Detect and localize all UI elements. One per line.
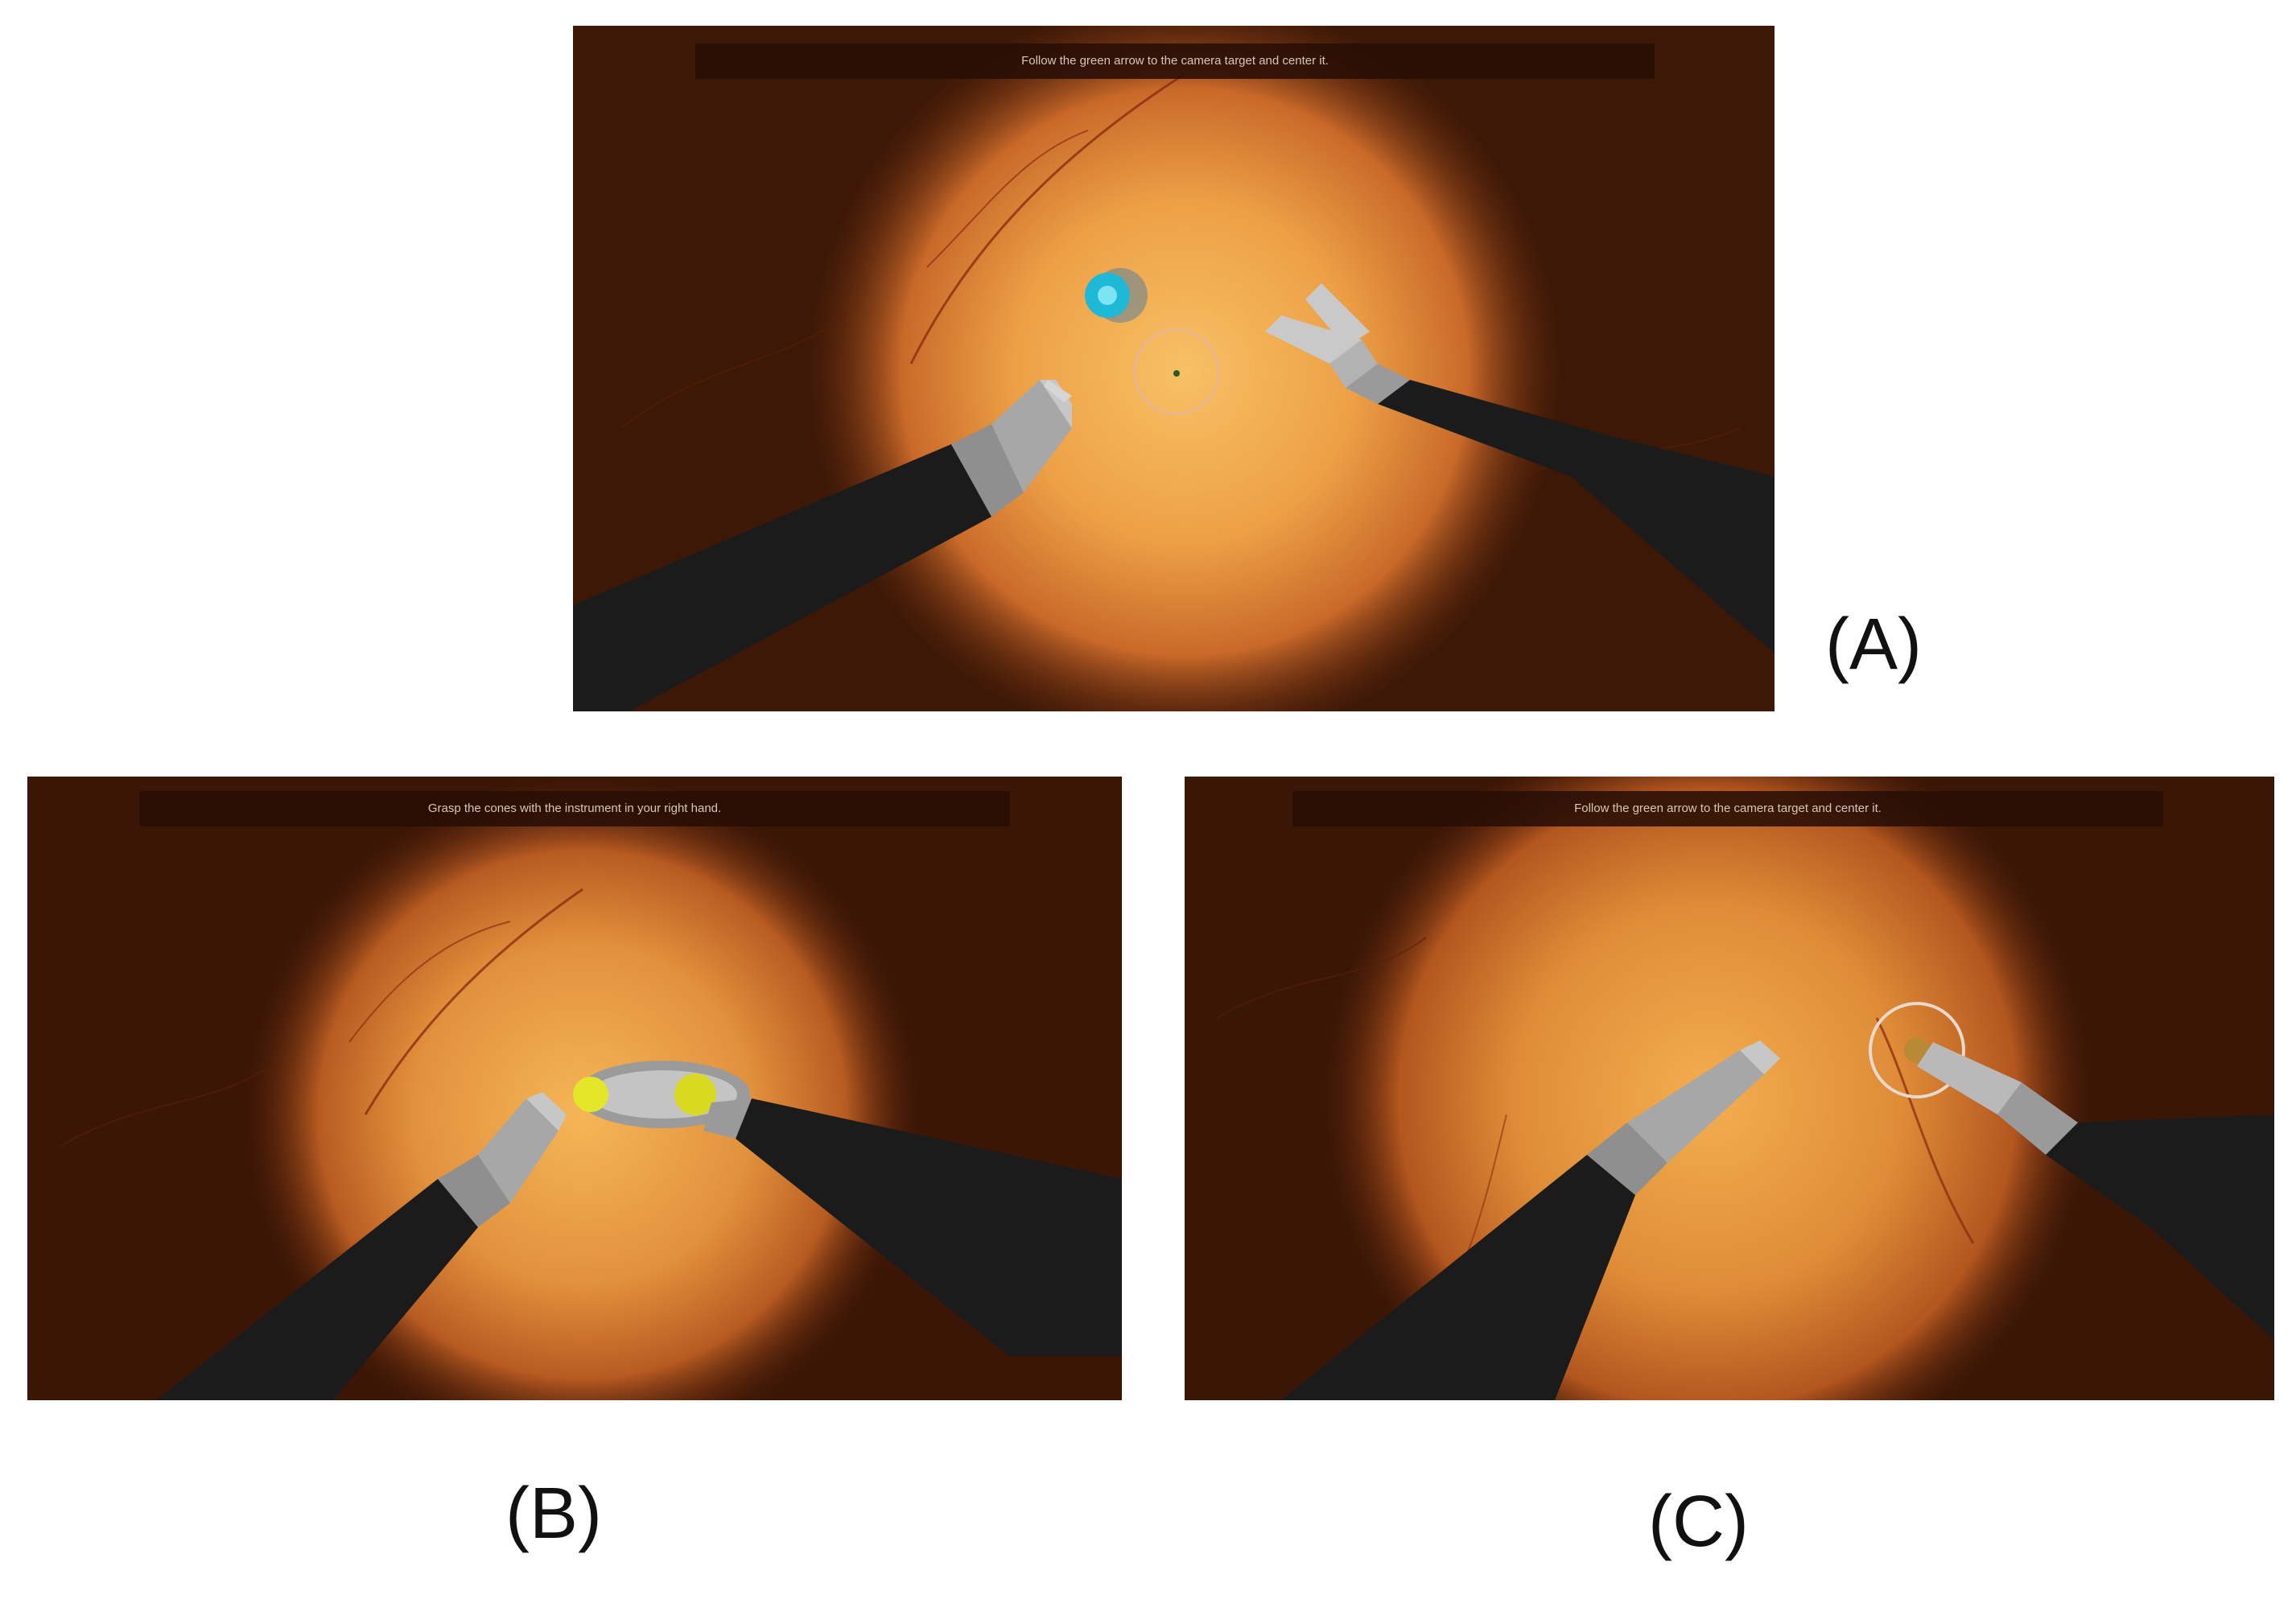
left-instrument-c — [1281, 1041, 1780, 1400]
retina-scene-c — [1185, 777, 2274, 1400]
grasped-cone-b — [573, 1061, 750, 1128]
right-instrument-a — [1265, 283, 1775, 653]
panel-label-c: (C) — [1648, 1482, 1749, 1562]
camera-target-a — [1085, 268, 1148, 323]
instruction-banner-b: Grasp the cones with the instrument in y… — [139, 791, 1010, 826]
simulator-view-a: Follow the green arrow to the camera tar… — [573, 26, 1775, 711]
left-instrument-b — [156, 1092, 567, 1400]
target-ring-a — [1133, 328, 1220, 415]
right-instrument-c — [1917, 1042, 2274, 1340]
retina-scene-b — [27, 777, 1122, 1400]
simulator-view-b: Grasp the cones with the instrument in y… — [27, 777, 1122, 1400]
instruction-banner-a: Follow the green arrow to the camera tar… — [695, 43, 1655, 79]
instruction-banner-c: Follow the green arrow to the camera tar… — [1292, 791, 2163, 826]
simulator-view-c: Follow the green arrow to the camera tar… — [1185, 777, 2274, 1400]
panel-label-a: (A) — [1825, 604, 1922, 685]
right-instrument-b — [703, 1098, 1122, 1356]
retina-scene-a — [573, 26, 1775, 711]
left-instrument-a — [573, 380, 1072, 711]
panel-label-b: (B) — [505, 1473, 602, 1554]
